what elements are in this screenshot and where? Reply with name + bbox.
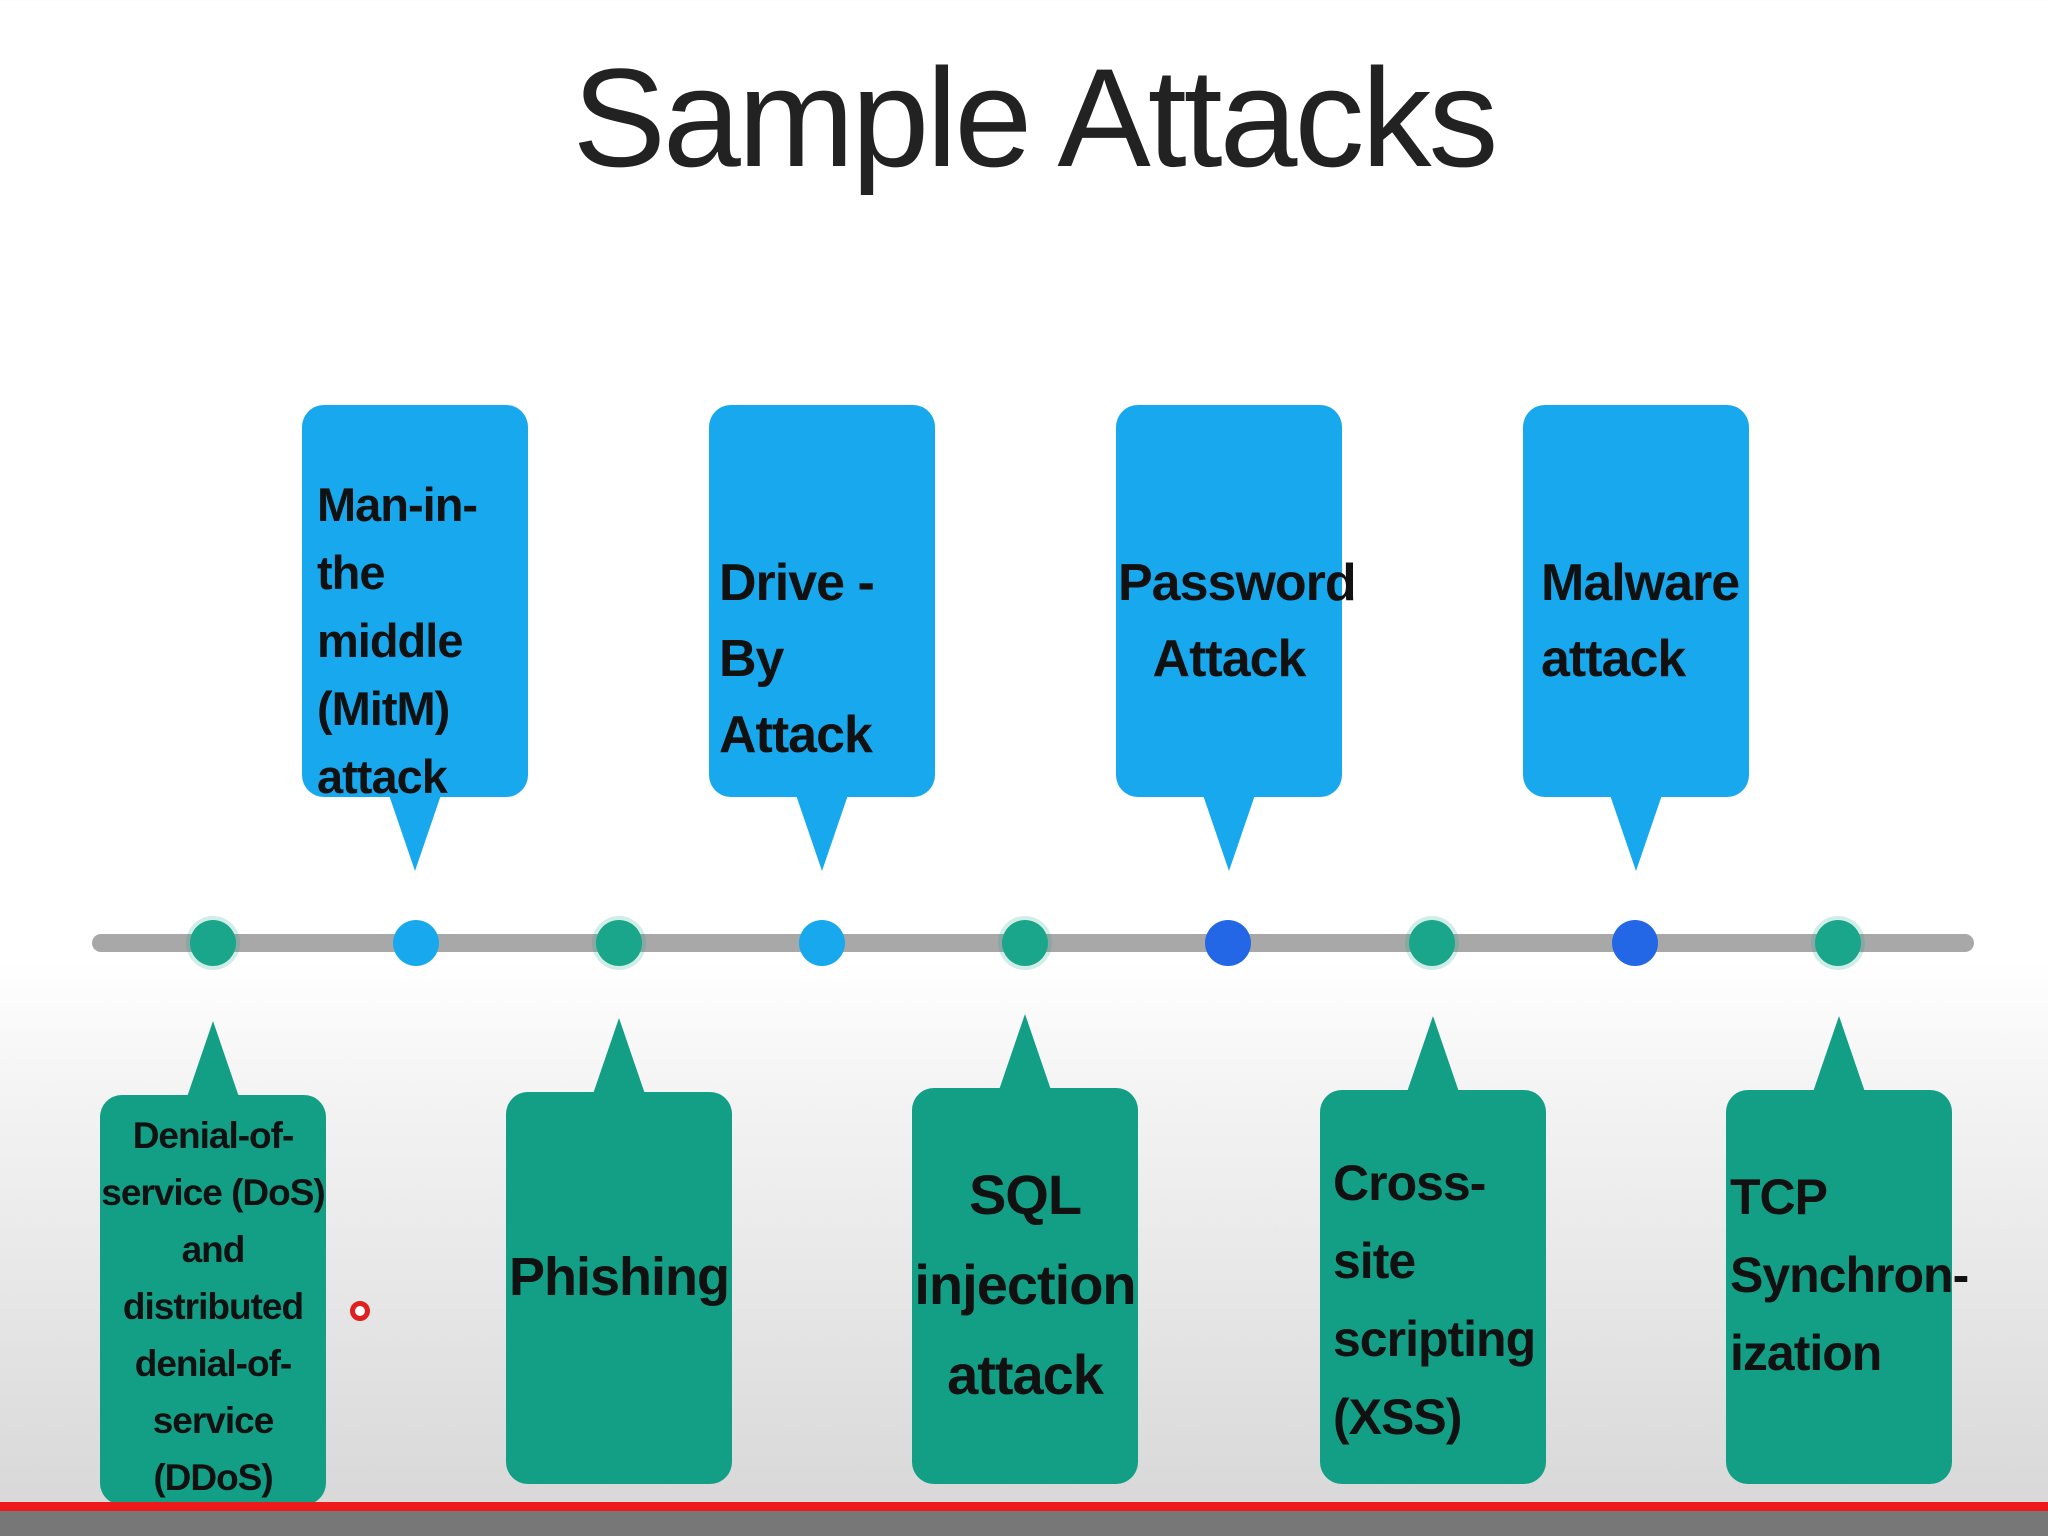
callout-malware-label: Malware attack: [1541, 554, 1740, 688]
video-progress-bar[interactable]: [0, 1502, 2048, 1511]
callout-drive-by: Drive - By Attack: [709, 405, 935, 871]
callout-mitm-pointer: [389, 795, 441, 871]
callout-mitm-label: Man-in-the middle (MitM) attack: [317, 478, 478, 803]
callout-dos-ddos-label: Denial-of- service (DoS) and distributed…: [101, 1115, 326, 1498]
callout-malware: Malware attack: [1523, 405, 1749, 871]
callout-xss: Cross-site scripting (XSS): [1320, 1016, 1546, 1484]
callout-phishing-label: Phishing: [509, 1247, 730, 1307]
timeline-dot-7: [1409, 920, 1455, 966]
callout-mitm: Man-in-the middle (MitM) attack: [302, 405, 528, 871]
callout-sql-injection-label: SQL injection attack: [914, 1163, 1136, 1406]
callout-sql-injection: SQL injection attack: [912, 1014, 1138, 1484]
callout-password-pointer: [1203, 795, 1255, 871]
callout-tcp-sync-label: TCP Synchron- ization: [1730, 1169, 1969, 1381]
callout-malware-pointer: [1610, 795, 1662, 871]
callout-tcp-sync: TCP Synchron- ization: [1726, 1016, 1969, 1484]
callout-phishing-pointer: [593, 1018, 645, 1094]
callout-dos-ddos-pointer: [187, 1021, 239, 1097]
callout-drive-by-label: Drive - By Attack: [719, 554, 875, 764]
callout-xss-pointer: [1407, 1016, 1459, 1092]
timeline-dot-5: [1002, 920, 1048, 966]
timeline-dot-3: [596, 920, 642, 966]
timeline-dot-8: [1612, 920, 1658, 966]
cursor-indicator: [350, 1301, 370, 1321]
callout-password: Password Attack: [1116, 405, 1357, 871]
callout-password-label: Password Attack: [1118, 554, 1357, 688]
timeline-dot-1: [190, 920, 236, 966]
callout-dos-ddos: Denial-of- service (DoS) and distributed…: [100, 1021, 326, 1505]
video-controls-strip: [0, 1511, 2048, 1536]
timeline-dot-6: [1205, 920, 1251, 966]
callout-sql-injection-pointer: [999, 1014, 1051, 1090]
timeline-dot-4: [799, 920, 845, 966]
callout-phishing: Phishing: [506, 1018, 732, 1484]
callout-drive-by-pointer: [796, 795, 848, 871]
timeline-dot-2: [393, 920, 439, 966]
callout-tcp-sync-pointer: [1813, 1016, 1865, 1092]
page-title: Sample Attacks: [572, 39, 1499, 196]
callout-xss-label: Cross-site scripting (XSS): [1333, 1155, 1536, 1445]
timeline-dot-9: [1815, 920, 1861, 966]
